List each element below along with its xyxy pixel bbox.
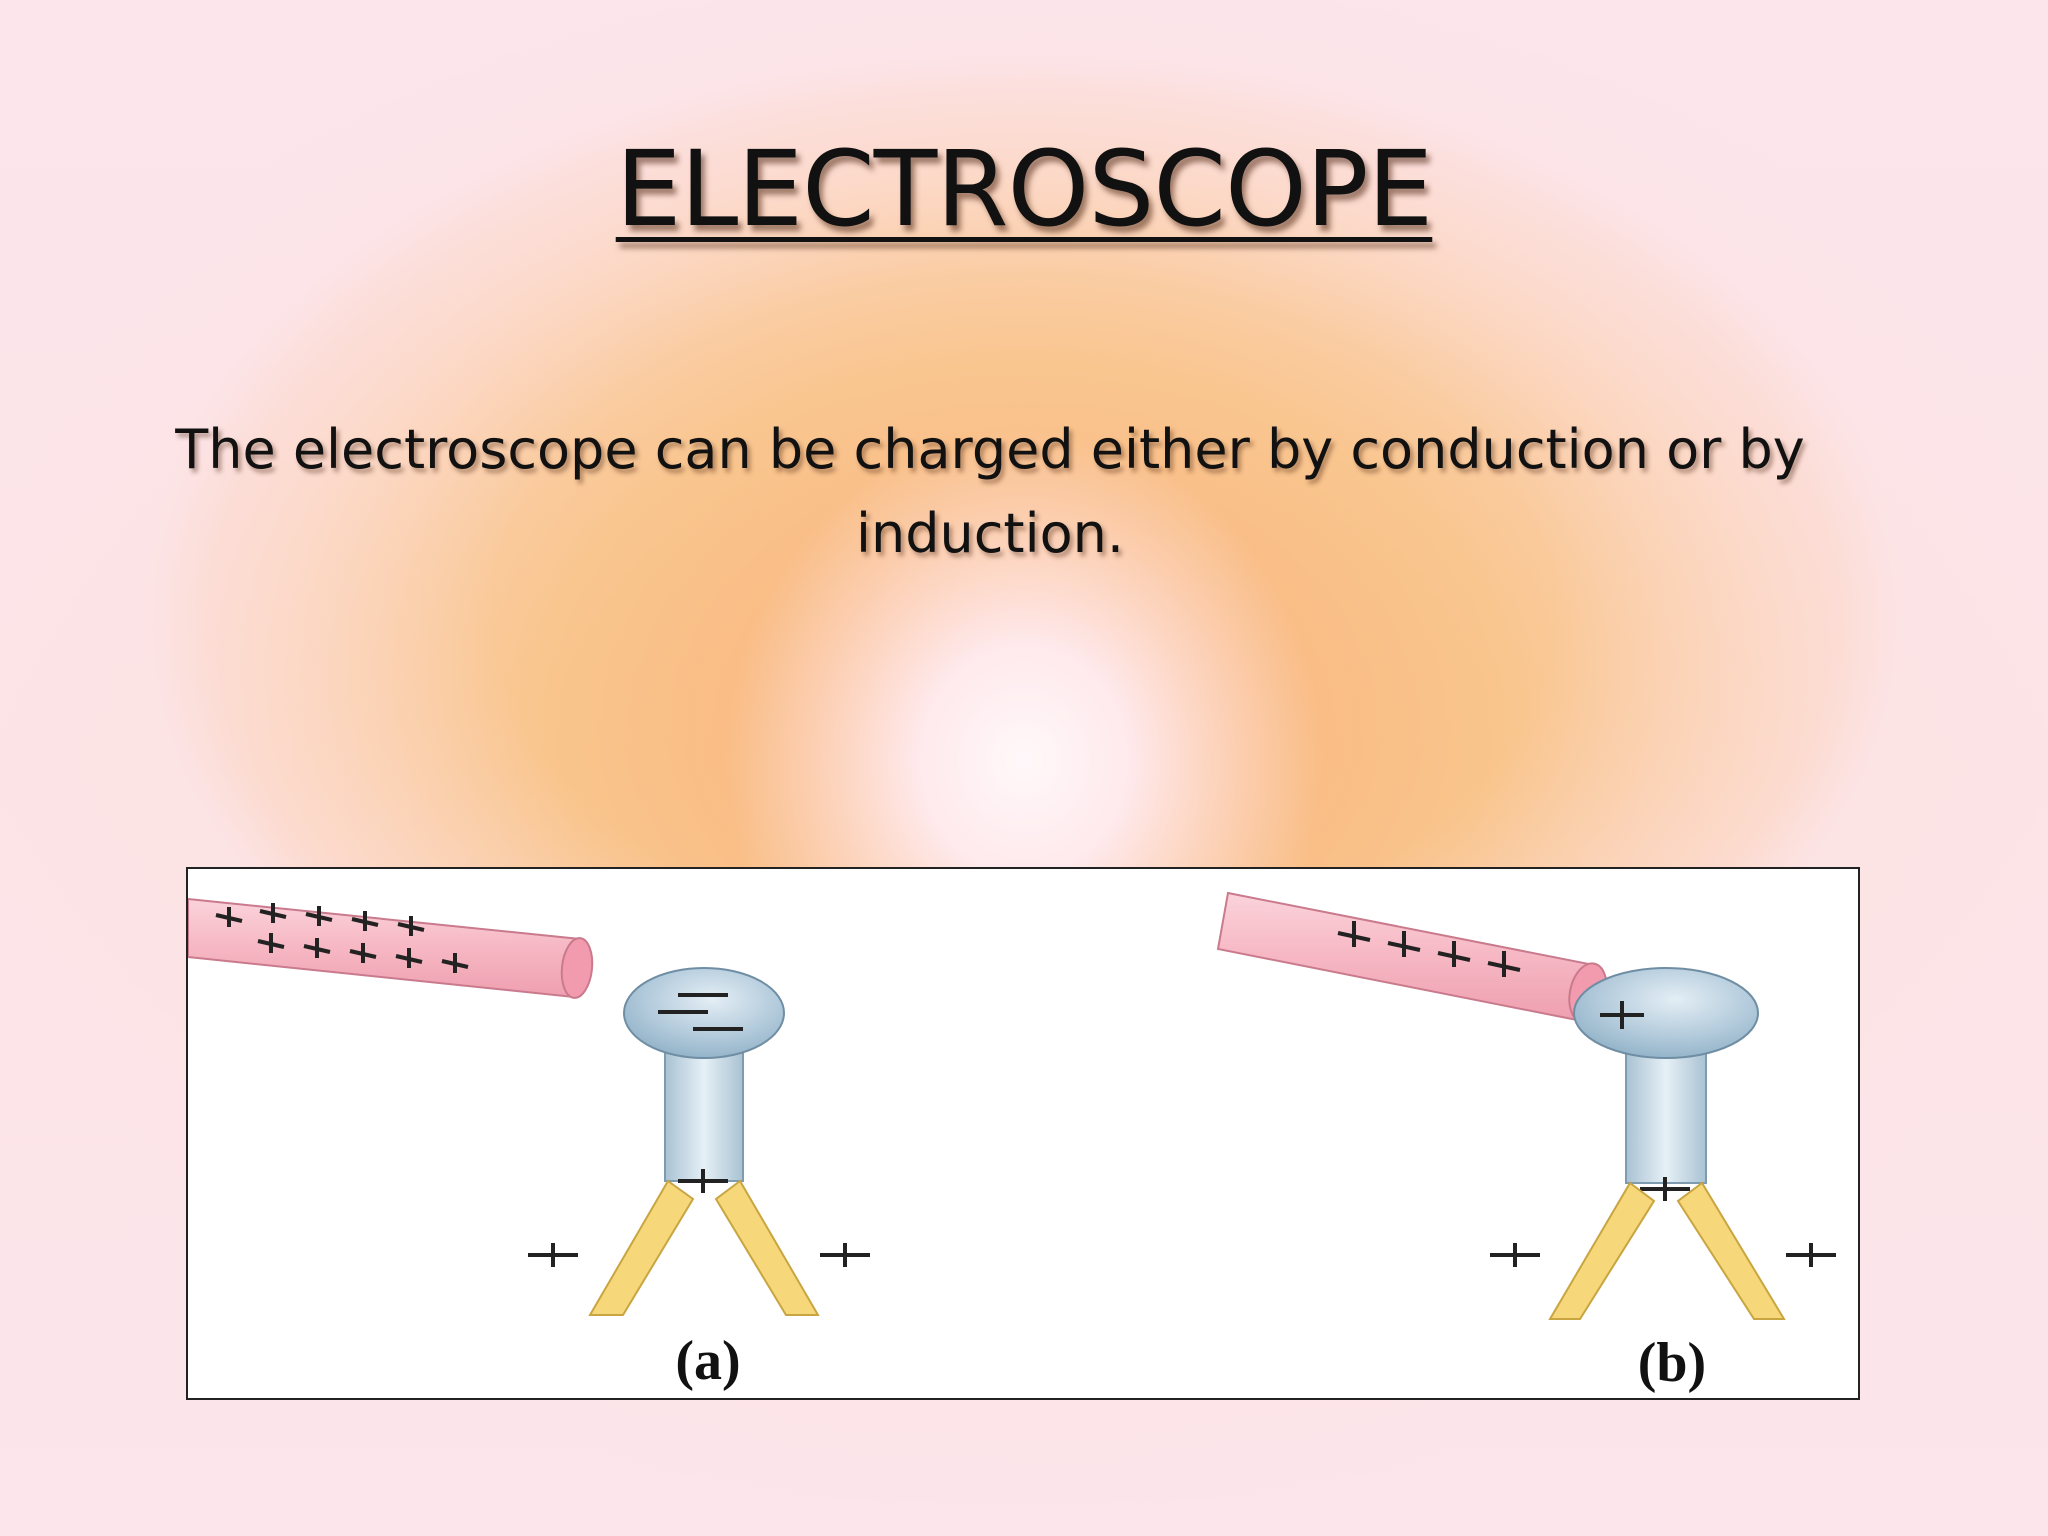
slide-body-text: The electroscope can be charged either b…: [175, 418, 1805, 565]
panel-b: (b): [1216, 891, 1836, 1394]
panel-a-caption: (a): [675, 1330, 740, 1392]
panel-b-rod-plus-signs: [1337, 921, 1521, 977]
panel-b-stem-plus-sign: [1640, 1177, 1690, 1201]
panel-a-charged-rod: [188, 897, 594, 999]
panel-a-stem-plus-sign: [678, 1169, 728, 1193]
panel-b-knob: [1573, 967, 1759, 1059]
panel-b-leaves: [1548, 1181, 1786, 1320]
panel-a-leaf-plus-signs: [528, 1243, 870, 1267]
panel-a-leaves: [588, 1179, 820, 1316]
panel-a: (a): [188, 897, 870, 1392]
panel-b-caption: (b): [1638, 1332, 1706, 1394]
electroscope-figure: (a): [186, 867, 1860, 1400]
panel-b-charged-rod: [1216, 891, 1608, 1024]
slide-title: ELECTROSCOPE: [0, 128, 2048, 250]
panel-b-knob-plus-sign: [1600, 1001, 1644, 1029]
panel-b-leaf-plus-signs: [1490, 1243, 1836, 1267]
panel-a-knob-minus-signs: [658, 993, 743, 1031]
electroscope-diagram: (a): [188, 891, 1836, 1394]
panel-a-rod-plus-signs: [215, 903, 469, 973]
slide-title-text: ELECTROSCOPE: [615, 128, 1434, 250]
